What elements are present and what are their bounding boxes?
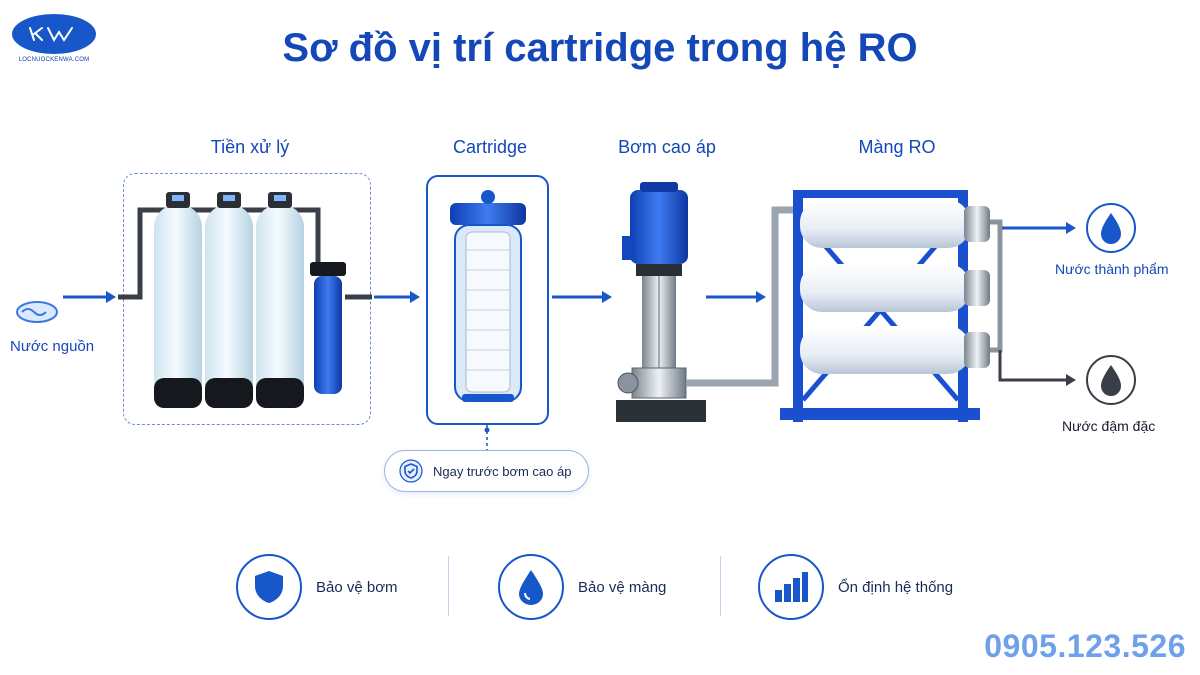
feature-icon-circle <box>236 554 302 620</box>
feature-icon-circle <box>758 554 824 620</box>
stage-label-cartridge: Cartridge <box>452 137 528 157</box>
media-tank-1 <box>154 192 202 408</box>
stage-label-pretreatment: Tiền xử lý <box>210 137 290 157</box>
logo-kw-icon <box>29 27 73 43</box>
water-drop-icon <box>519 570 543 605</box>
logo-text: LOCNUOCKENWA.COM <box>18 57 90 63</box>
feature-label: Bảo vệ bơm <box>316 578 398 596</box>
feature-label: Ổn định hệ thống <box>838 578 954 596</box>
feature-icon-circle <box>498 554 564 620</box>
feature-divider <box>720 556 721 616</box>
cartridge-filter <box>450 190 526 402</box>
feature-protect-pump: Bảo vệ bơm <box>236 552 398 622</box>
shield-icon <box>255 571 283 603</box>
logo-mark <box>12 14 96 54</box>
concentrate-water-line <box>998 350 1076 386</box>
stage-label-membrane: Màng RO <box>858 137 936 157</box>
stage-label-pump: Bơm cao áp <box>618 137 716 157</box>
brand-logo: LOCNUOCKENWA.COM <box>10 14 98 63</box>
shield-check-icon <box>399 459 423 483</box>
bar-chart-icon <box>775 572 808 602</box>
high-pressure-pump <box>616 182 800 422</box>
flow-arrow-to-pump <box>552 291 612 303</box>
product-water-icon <box>1086 203 1136 253</box>
flow-arrow-source <box>63 291 116 303</box>
source-water-icon <box>16 301 58 323</box>
media-tank-2 <box>205 192 253 408</box>
product-water-line <box>1002 222 1076 234</box>
hotline-phone[interactable]: 0905.123.526 <box>984 628 1186 664</box>
cartridge-highlight-box <box>426 175 549 425</box>
note-connector-dot <box>484 427 490 433</box>
flow-arrow-to-membrane <box>706 291 766 303</box>
page-title: Sơ đồ vị trí cartridge trong hệ RO <box>282 26 918 70</box>
ro-membrane-rack <box>780 190 1003 422</box>
product-water-label: Nước thành phẩm <box>1055 261 1169 277</box>
cartridge-position-note: Ngay trước bơm cao áp <box>384 450 589 492</box>
flow-arrow-to-cartridge <box>374 291 420 303</box>
feature-protect-membrane: Bảo vệ màng <box>498 552 666 622</box>
note-text: Ngay trước bơm cao áp <box>433 463 572 479</box>
feature-stable-system: Ổn định hệ thống <box>758 552 953 622</box>
media-tank-3 <box>256 192 304 408</box>
pre-filter-housing <box>310 262 346 394</box>
feature-divider <box>448 556 449 616</box>
concentrate-water-icon <box>1086 355 1136 405</box>
feature-label: Bảo vệ màng <box>578 578 667 596</box>
pretreatment-piping <box>118 207 372 300</box>
concentrate-water-label: Nước đậm đặc <box>1062 418 1156 434</box>
source-water-label: Nước nguồn <box>10 338 95 355</box>
